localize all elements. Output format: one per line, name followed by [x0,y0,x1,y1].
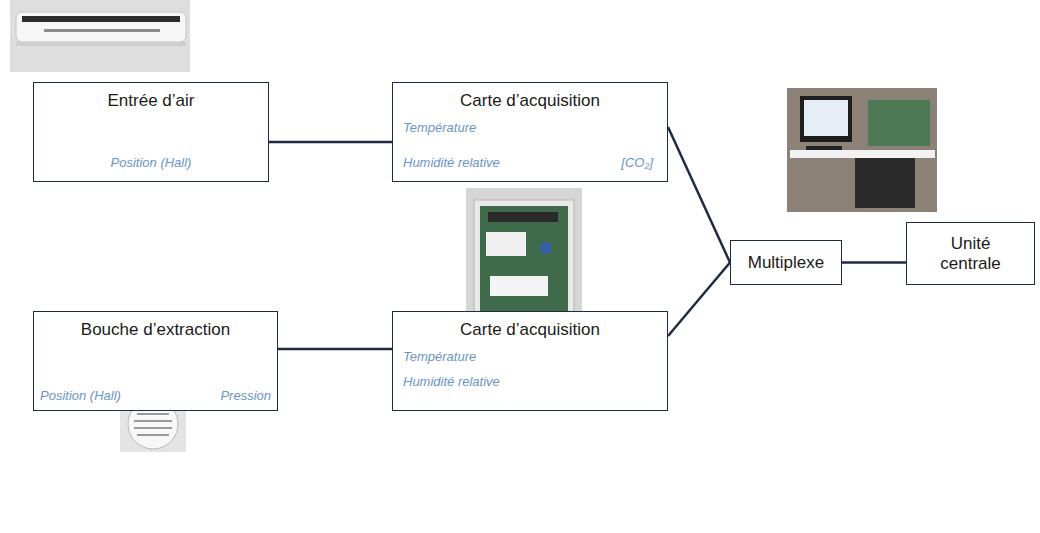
process-box: Multiplexe [730,240,842,285]
capacitor [540,242,552,254]
photo-ground [10,0,190,72]
box-title: Entrée d’air [108,91,195,111]
vent-body [16,12,186,42]
sticker [490,276,548,296]
measure-label: Humidité relative [403,375,500,390]
slat [137,434,169,436]
desk [790,150,935,158]
box-title: Carte d’acquisition [460,320,600,340]
pcb [480,206,568,314]
measure-label: Humidité relative [403,156,500,171]
process-box: Entrée d’airPosition (Hall) [33,82,269,182]
connector [488,212,558,222]
measure-label: Position (Hall) [111,156,192,171]
keyboard [806,146,842,150]
air-inlet-photo [10,0,190,72]
process-box: Carte d’acquisitionTempératureHumidité r… [392,82,668,182]
tower [855,158,915,208]
vent-slot [22,16,180,22]
connector-line [842,261,906,264]
slat [134,427,172,429]
photo-ground [787,88,937,212]
slat [137,413,169,415]
component [486,232,526,256]
monitor [800,96,852,142]
measure-label: Pression [220,389,271,404]
connector-line [668,263,730,337]
box-title: Unité centrale [926,234,1016,273]
measure-label: Température [403,121,476,136]
measure-label: Température [403,350,476,365]
vent-shadow [16,42,186,46]
slat [134,420,172,422]
connector-line [278,348,392,351]
computer-photo [787,88,937,212]
board-rack [868,100,930,146]
box-title: Bouche d’extraction [81,320,230,340]
screen [804,100,848,136]
vent-slot [44,29,160,32]
process-box: Bouche d’extractionPosition (Hall) Pressi… [33,311,278,411]
measure-label: Position (Hall) [40,389,121,404]
process-box: Carte d’acquisitionTempératureHumidité r… [392,311,668,411]
box-title: Carte d’acquisition [460,91,600,111]
box-title: Multiplexe [748,253,825,273]
measure-label: [CO₂] [621,156,653,171]
connector-line [269,141,392,144]
process-box: Unité centrale [906,222,1035,285]
board-case [474,200,574,322]
connector-line [668,127,730,263]
